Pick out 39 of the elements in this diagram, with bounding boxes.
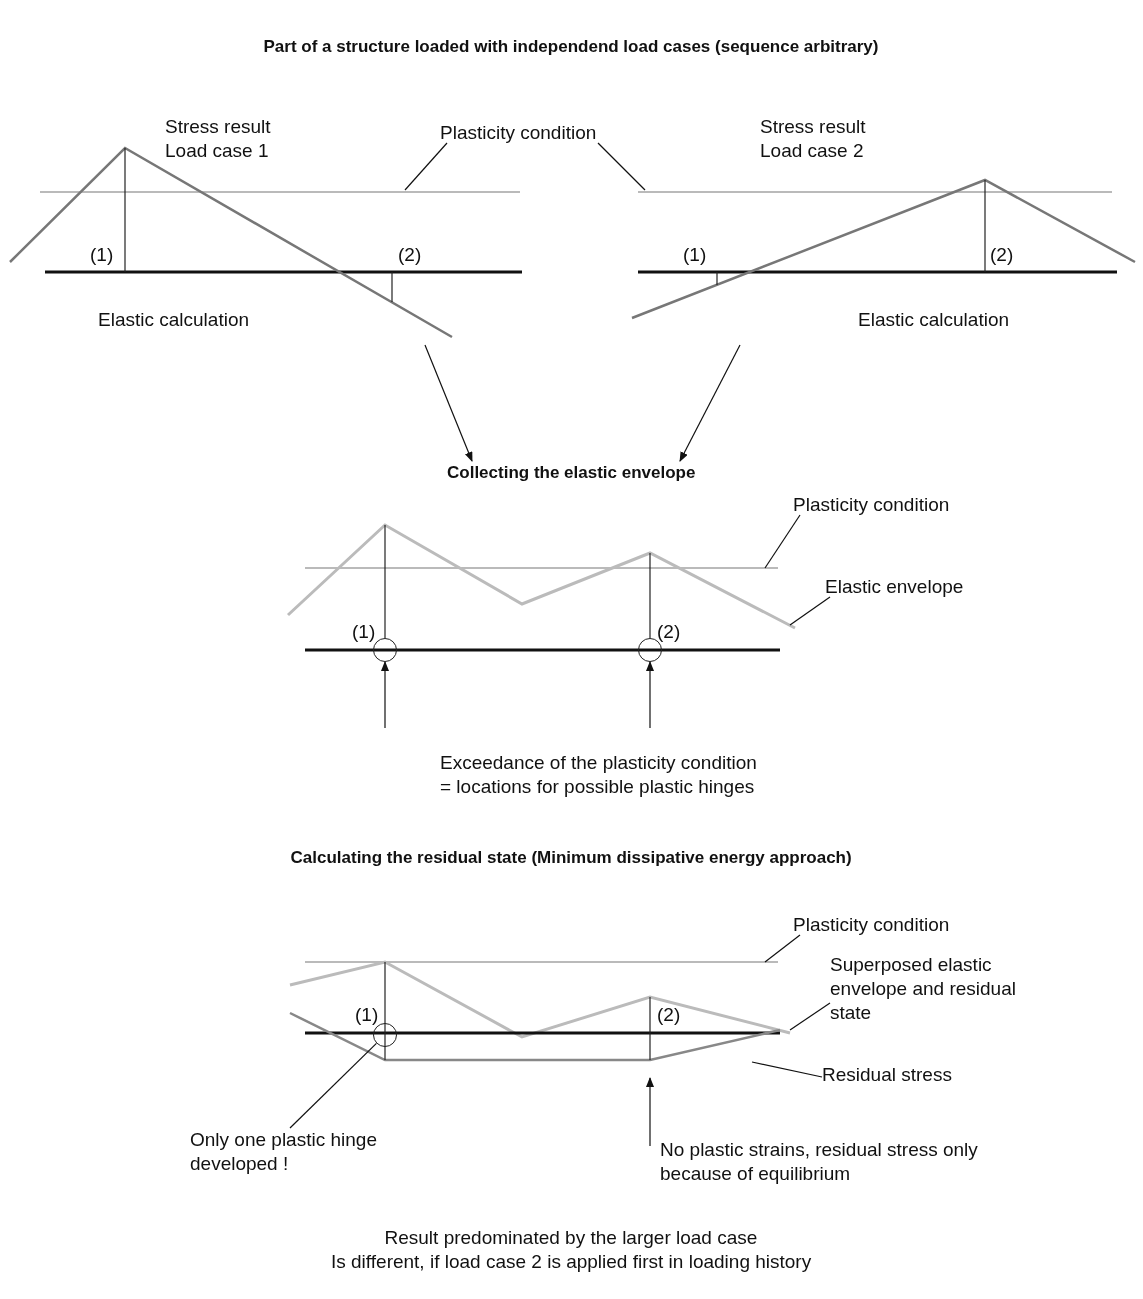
annotation-text: Elastic envelope: [825, 575, 964, 599]
leader-line: [289, 1042, 378, 1129]
location-label: (2): [657, 1003, 681, 1027]
annotation-text: Exceedance of the plasticity condition = locations for possible plastic hinges: [440, 751, 758, 799]
location-label: (1): [355, 1003, 379, 1027]
location-label: (2): [398, 243, 422, 267]
location-label: (1): [683, 243, 707, 267]
location-label: (2): [990, 243, 1014, 267]
diagram-title: Part of a structure loaded with independend load cases (sequence arbitrary): [263, 36, 879, 58]
leader-line: [789, 1002, 831, 1031]
annotation-text: Plasticity condition: [793, 493, 950, 517]
leader-line: [764, 514, 801, 569]
leader-line: [751, 1061, 823, 1078]
location-label: (2): [657, 620, 681, 644]
annotation-text: Plasticity condition: [440, 121, 597, 145]
diagram-label: Stress result Load case 2: [760, 115, 867, 163]
diagram-label: Elastic calculation: [98, 308, 250, 332]
diagram-label: Elastic calculation: [858, 308, 1010, 332]
arrow: [381, 661, 389, 729]
annotation-text: Residual stress: [822, 1063, 952, 1087]
location-label: (1): [352, 620, 376, 644]
leader-line: [597, 142, 646, 191]
location-label: (1): [90, 243, 114, 267]
arrow: [424, 344, 473, 462]
annotation-text: Only one plastic hinge developed !: [190, 1128, 390, 1176]
annotation-text: Superposed elastic envelope and residual state: [830, 953, 1025, 1025]
diagram-label: Stress result Load case 1: [165, 115, 272, 163]
arrow: [646, 661, 654, 729]
note-text: Is different, if load case 2 is applied first in loading history: [331, 1250, 812, 1274]
leader-line: [764, 934, 801, 963]
arrow: [646, 1077, 654, 1147]
annotation-text: No plastic strains, residual stress only because of equilibrium: [650, 1138, 990, 1186]
arrow: [679, 344, 741, 462]
leader-line: [404, 142, 448, 191]
annotation-text: Plasticity condition: [793, 913, 950, 937]
section-heading: Collecting the elastic envelope: [447, 461, 696, 485]
leader-line: [789, 596, 831, 626]
note-text: Result predominated by the larger load case: [384, 1226, 758, 1250]
section-heading: Calculating the residual state (Minimum dissipative energy approach): [290, 847, 852, 869]
